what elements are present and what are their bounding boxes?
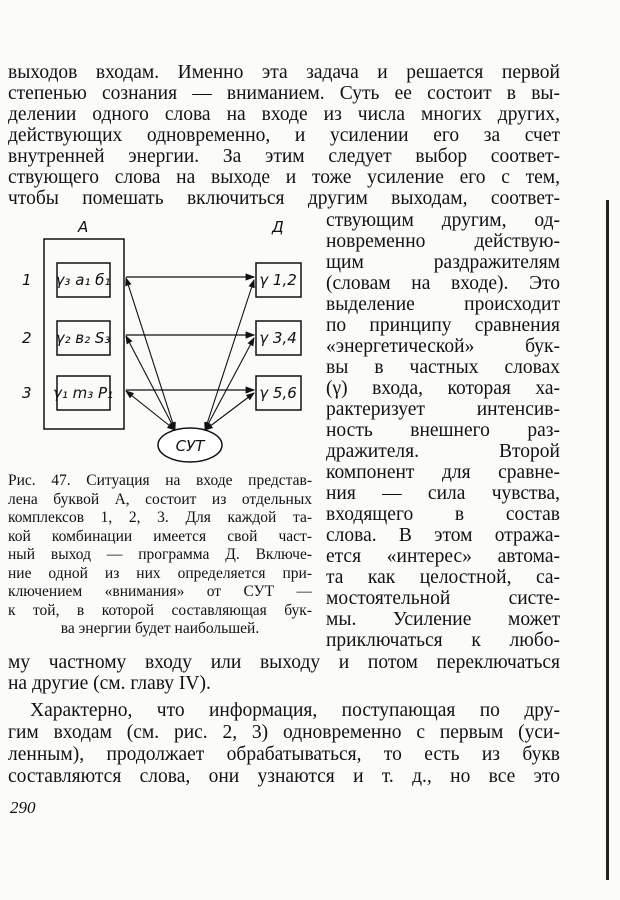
input-box [56,375,111,411]
text-line: ность внешнего раз- [326,420,560,441]
page-number: 290 [10,798,36,817]
caption-line: комплексов 1, 2, 3. Для каждой та- [8,509,312,526]
input-group-box [43,238,125,430]
text-line: та как целостной, са- [326,567,560,588]
text-line: щим раздражителям [326,252,560,273]
text-line: (словам на входе). Это [326,273,560,294]
text-line: му частному входу или выходу и потом пер… [8,652,560,673]
sut-label: СУТ [176,437,207,455]
output-sut-arrow [204,278,255,432]
caption-line: лена буквой А, состоит из отдельных [8,490,312,508]
row-number: 3 [22,384,32,402]
input-sut-arrow [125,276,176,432]
sut-node [157,427,223,463]
text-line: Характерно, что информация, поступающая … [30,700,560,721]
caption-line: к той, в которой составляющая бук- [8,601,312,619]
text-line: степенью сознания — вниманием. Суть ее с… [8,83,560,104]
output-label: γ 5,6 [259,384,297,402]
text-line: «энергетической» бук- [326,336,560,357]
text-line: выделение происходит [326,294,560,315]
caption-line: Рис. 47. Ситуация на входе представ- [8,472,312,489]
text-line: ния — сила чувства, [326,483,560,504]
output-box [255,320,302,356]
row-number: 2 [22,329,32,347]
output-box [255,375,302,411]
text-line: гим входам (см. рис. 2, 3) одновременно … [8,722,560,743]
text-line: ствующим другим, од- [326,210,560,231]
figure-47-diagram: А Д γ₃ a₁ б₁ 1 γ 1,2 γ₂ в₂ S₃ 2 γ 3,4 γ₁ m₃ P₁… [22,218,302,463]
text-line: по принципу сравнения [326,315,560,336]
page-edge [606,200,609,880]
caption-line: ключением «внимания» от СУТ — [8,583,312,600]
text-line: действующих одновременно, и усилении его… [8,125,560,146]
text-line: вы в частных словах [326,357,560,378]
label-a: А [77,218,88,236]
text-line: слова. В этом отража- [326,525,560,546]
output-box [255,262,302,298]
row-number: 1 [22,271,32,289]
text-line: мы. Усиление может [326,609,560,630]
input-box [56,262,111,298]
text-line: ленным), продолжает обрабатываться, то е… [8,744,560,765]
text-line: внутренней энергии. За этим следует выбо… [8,146,560,167]
caption-line: кой комбинации имеется свой част- [8,527,312,545]
text-line: входящего в состав [326,504,560,525]
text-line: делении одного слова на входе из числа м… [8,104,560,125]
caption-line: ние одной из них определяется при- [8,564,312,582]
text-line: составляются слова, они узнаются и т. д.… [8,766,560,787]
text-line: ется «интерес» автома- [326,546,560,567]
input-label: γ₁ m₃ P₁ [53,384,113,402]
input-sut-arrow [125,390,176,431]
label-d: Д [271,218,284,236]
input-sut-arrow [125,335,176,431]
text-line: компонент для сравне- [326,462,560,483]
output-sut-arrow [204,337,255,431]
text-line: дражителя. Второй [326,441,560,462]
input-label: γ₃ a₁ б₁ [56,271,111,289]
text-line: рактеризует интенсив- [326,399,560,420]
text-line: на другие (см. главу IV). [8,673,211,694]
text-line: мостоятельной систе- [326,588,560,609]
caption-line: ва энергии будет наибольшей. [60,620,260,637]
input-label: γ₂ в₂ S₃ [56,329,111,347]
text-line: чтобы помешать включиться другим выходам… [8,188,560,209]
text-line: приключаться к любо- [326,630,560,651]
text-line: (γ) входа, которая ха- [326,378,560,399]
caption-line: ный выход — программа Д. Включе- [8,546,312,563]
output-label: γ 1,2 [259,271,297,289]
output-sut-arrow [204,392,255,431]
text-line: новременно действую- [326,231,560,252]
text-line: ствующего слова на выходе и тоже усилени… [8,167,560,188]
input-box [56,320,111,356]
text-line: выходов входам. Именно эта задача и реша… [8,62,560,83]
output-label: γ 3,4 [259,329,297,347]
